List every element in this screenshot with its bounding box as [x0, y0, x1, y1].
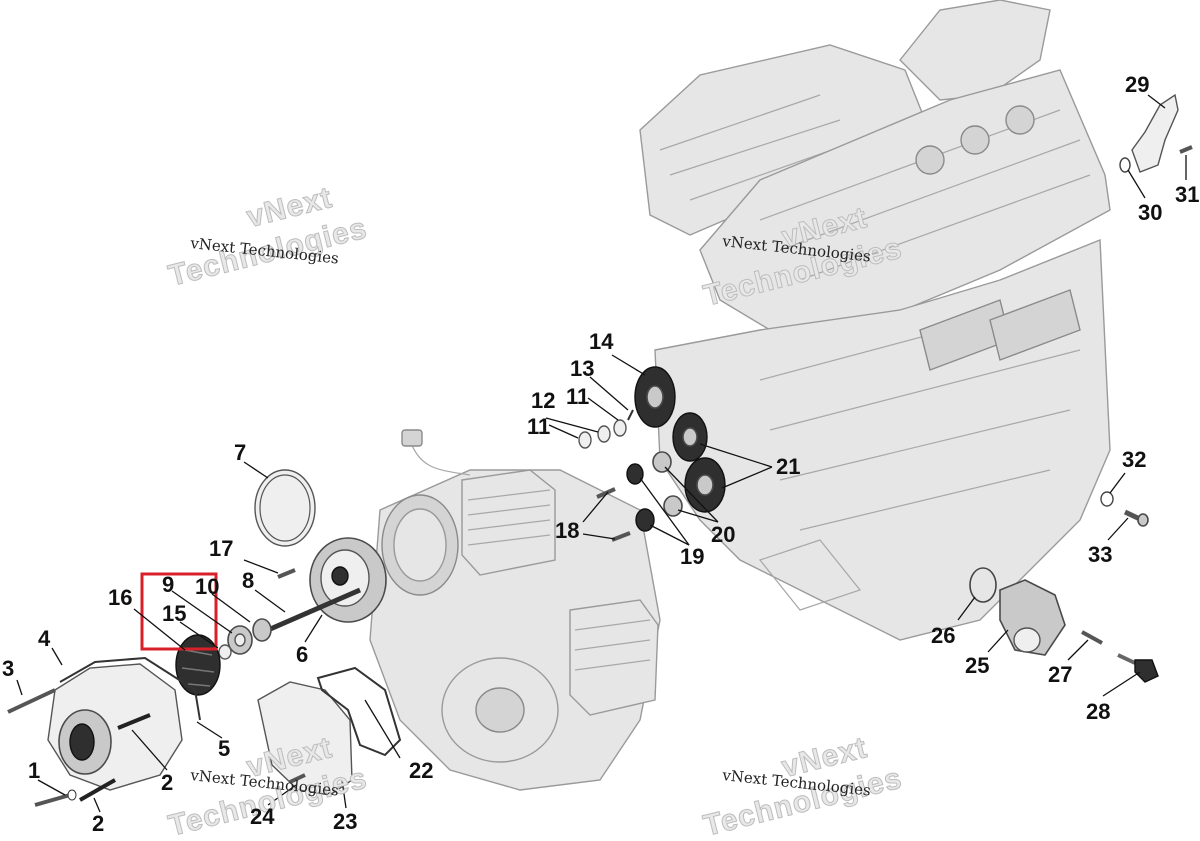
callout-7: 7	[234, 440, 246, 465]
part-19-bushing-a	[626, 463, 644, 485]
callout-16: 16	[108, 585, 132, 610]
callout-21: 21	[776, 454, 800, 479]
part-26-o-ring	[969, 567, 997, 603]
callout-18: 18	[555, 518, 579, 543]
part-22-gasket	[316, 666, 402, 757]
callout-14: 14	[589, 329, 614, 354]
callout-23: 23	[333, 809, 357, 834]
part-18-bolt-a	[596, 487, 616, 499]
engine-block	[639, 0, 1111, 641]
part-28-sensor	[1117, 653, 1159, 683]
part-30-o-ring	[1119, 157, 1131, 173]
callout-2-b: 2	[92, 811, 104, 836]
leader-lines	[16, 94, 1187, 813]
part-10-seal	[252, 618, 272, 642]
part-33-fitting	[1123, 509, 1149, 527]
part-24-bolt	[289, 773, 306, 784]
part-15-washer	[218, 644, 232, 660]
part-20-spacer-b	[663, 495, 683, 517]
part-17-bolt	[277, 568, 296, 579]
callout-1: 1	[28, 758, 40, 783]
part-32-washer	[1100, 491, 1114, 507]
highlight-box	[140, 572, 218, 651]
part-16-impeller	[175, 634, 221, 696]
part-12-washer	[597, 425, 611, 443]
callout-20: 20	[711, 522, 735, 547]
part-5-gasket	[59, 656, 201, 721]
callout-2-a: 2	[161, 770, 173, 795]
callout-3: 3	[2, 656, 14, 681]
callout-9: 9	[162, 572, 174, 597]
callout-6: 6	[296, 642, 308, 667]
callout-12: 12	[531, 388, 555, 413]
part-27-bolt	[1081, 630, 1103, 645]
callout-11-b: 11	[566, 384, 589, 409]
part-25-thermostat-housing	[999, 579, 1066, 656]
crankcase-cover	[369, 429, 661, 791]
callout-13: 13	[570, 356, 594, 381]
callout-25: 25	[965, 653, 989, 678]
callout-8: 8	[242, 568, 254, 593]
part-23-bracket	[257, 681, 353, 796]
callout-31: 31	[1175, 182, 1199, 207]
part-20-spacer-a	[652, 451, 672, 473]
callout-32: 32	[1122, 447, 1146, 472]
callout-27: 27	[1048, 662, 1072, 687]
part-14-gear	[634, 366, 676, 428]
part-2-bolt-b	[79, 778, 116, 802]
callout-4: 4	[38, 626, 51, 651]
part-2-bolt-a	[117, 713, 151, 730]
callout-28: 28	[1086, 699, 1110, 724]
part-1-washer	[67, 789, 77, 801]
part-11-washer-a	[578, 431, 592, 449]
callout-17: 17	[209, 536, 233, 561]
callout-29: 29	[1125, 72, 1149, 97]
part-19-bushing-b	[635, 508, 655, 532]
callout-22: 22	[409, 758, 433, 783]
callout-5: 5	[218, 736, 230, 761]
part-2-bolt-c	[34, 793, 71, 807]
callout-30: 30	[1138, 200, 1162, 225]
callout-19: 19	[680, 544, 704, 569]
part-29-outlet	[1131, 93, 1179, 173]
callout-15: 15	[162, 601, 186, 626]
part-31-bolt	[1179, 145, 1193, 154]
part-11-washer-b	[613, 419, 627, 437]
callout-11-a: 11	[527, 414, 550, 439]
callout-10: 10	[195, 574, 219, 599]
part-3-bolt	[7, 688, 56, 714]
part-13-pin	[627, 409, 634, 421]
part-7-large-o-ring	[254, 469, 316, 547]
part-4-pump-cover	[47, 663, 183, 791]
part-21-gear-b	[684, 457, 726, 513]
callout-24: 24	[250, 804, 275, 829]
callout-labels: 1 2 2 3 4 5 6 7 8 9 10 11 11 12 13 14 15…	[2, 72, 1199, 836]
watermark-1: vNext Technologies	[165, 181, 371, 294]
callout-26: 26	[931, 623, 955, 648]
part-8-shaft	[267, 587, 361, 633]
part-21-gear-a	[672, 412, 708, 462]
callout-33: 33	[1088, 542, 1112, 567]
